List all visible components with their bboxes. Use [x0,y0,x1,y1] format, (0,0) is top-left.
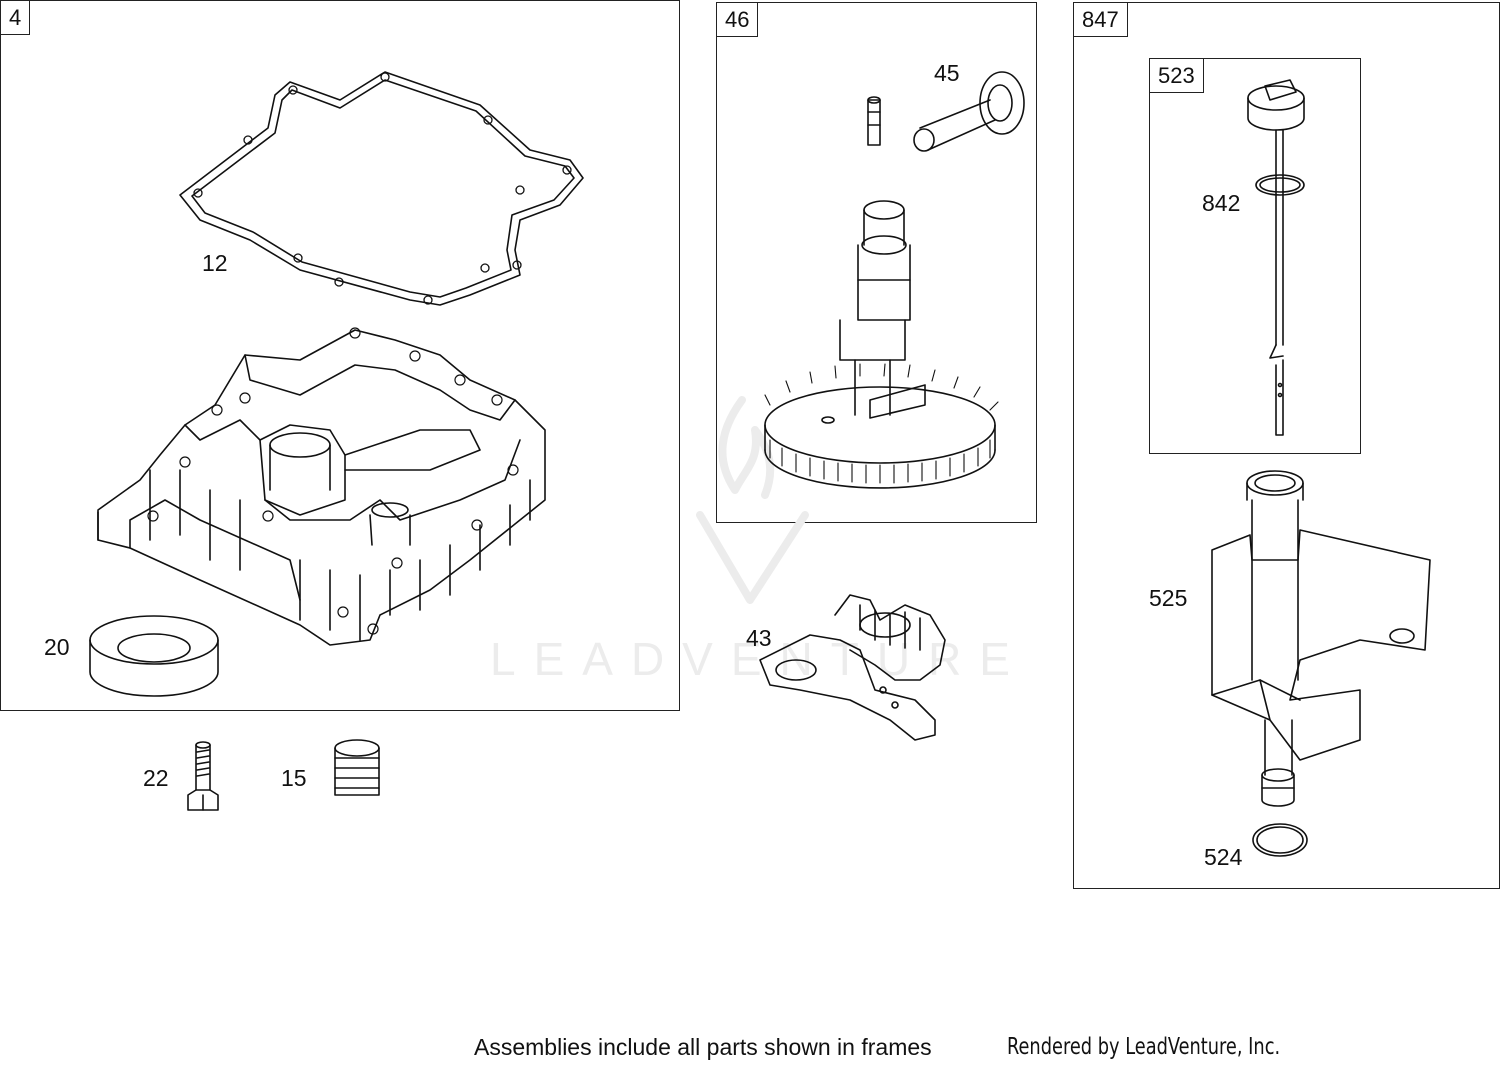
dipstick-part-523 [1247,79,1305,436]
dipstick-tube-part-525 [1211,470,1431,807]
frame-assembly-523: 523 [1149,58,1361,454]
callout-524: 524 [1204,844,1243,870]
o-ring-part-524 [1252,823,1308,857]
callout-12: 12 [202,250,228,276]
oil-seal-part-20 [89,615,219,697]
camshaft-gear-part-46 [764,200,999,489]
assemblies-note: Assemblies include all parts shown in fr… [474,1034,932,1060]
frame-tag-4: 4 [0,0,31,35]
governor-assembly-part-43 [759,594,946,741]
frame-tag-847: 847 [1073,2,1128,37]
callout-525: 525 [1149,585,1188,611]
bolt-part-22 [187,741,219,811]
plug-part-15 [334,739,380,796]
callout-45: 45 [934,60,960,86]
callout-15: 15 [281,765,307,791]
watermark-logo-icon [696,396,809,604]
render-credit: Rendered by LeadVenture, Inc. [1007,1034,1281,1060]
callout-43: 43 [746,625,772,651]
frame-tag-523: 523 [1149,58,1204,93]
callout-842: 842 [1202,190,1241,216]
frame-assembly-46: 46 [716,2,1037,523]
sump-cover-part-4 [97,327,546,646]
frame-tag-46: 46 [716,2,759,37]
gasket-part-12 [179,71,584,306]
valve-lifter-part-45 [867,71,1025,152]
callout-22: 22 [143,765,169,791]
o-ring-part-842 [1255,174,1305,196]
watermark-text: LEADVENTURE [490,633,1028,685]
callout-20: 20 [44,634,70,660]
frame-assembly-4: 4 [0,0,680,711]
